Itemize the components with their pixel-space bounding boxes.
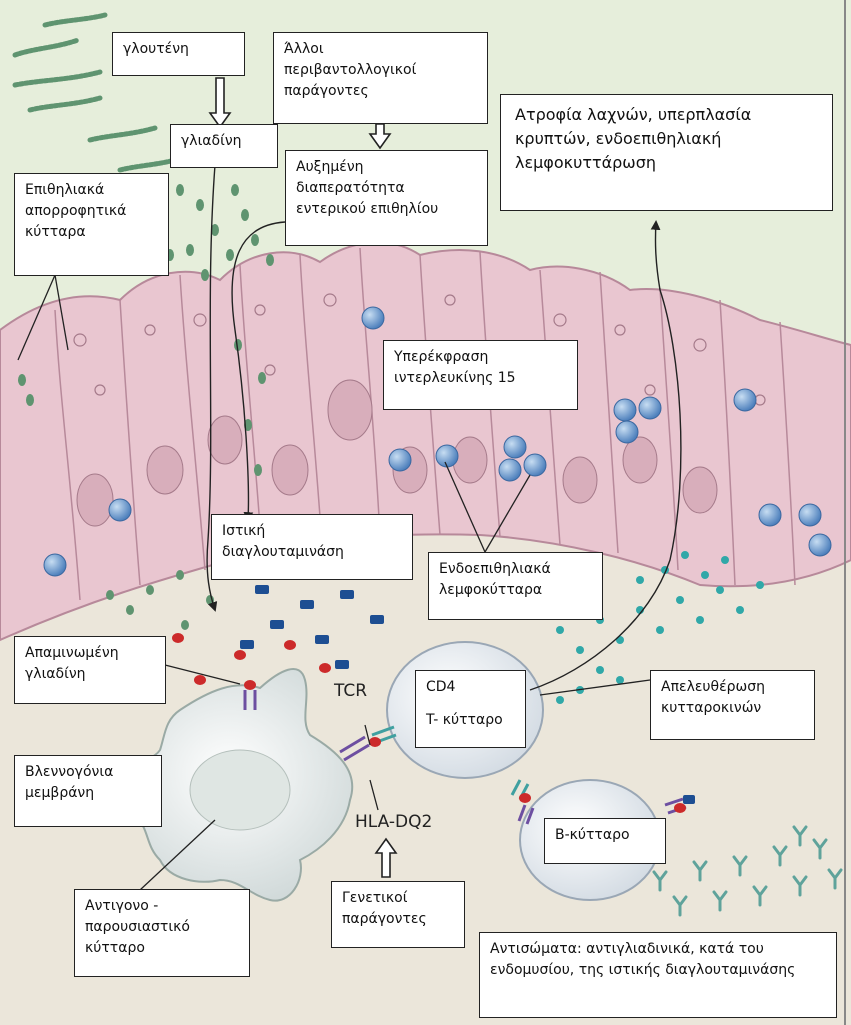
epithelial-line-1: Επιθηλιακά <box>25 182 105 198</box>
mucosa-line-2: μεμβράνη <box>25 785 95 801</box>
deamidated-gliadin-box: Απαμινωμένη γλιαδίνη <box>14 636 166 704</box>
epithelial-nuclei <box>76 379 718 527</box>
antigen-presenting-cell-box: Αντιγονο - παρουσιαστικό κύτταρο <box>74 889 250 977</box>
pathway-arrows <box>206 164 682 691</box>
env-factors-line-3: παράγοντες <box>284 83 369 99</box>
villous-atrophy-box: Ατροφία λαχνών, υπερπλασία κρυπτών, ενδο… <box>500 94 833 211</box>
deamidated-line-1: Απαμινωμένη <box>25 645 119 661</box>
bcell-text: Β-κύτταρο <box>555 827 630 843</box>
deamidated-line-2: γλιαδίνη <box>25 666 86 682</box>
connector-lines <box>17 274 651 891</box>
process-arrows <box>208 77 398 878</box>
epithelial-vesicles <box>73 293 766 406</box>
cd4-text: CD4 <box>426 679 456 695</box>
receptor-complexes <box>243 690 687 825</box>
environmental-factors-box: Άλλοι περιβαντολλογικοί παράγοντες <box>273 32 488 124</box>
apc-nucleus <box>189 749 291 831</box>
deamidated-gliadin-molecules <box>172 633 331 685</box>
env-factors-line-2: περιβαντολλογικοί <box>284 62 417 78</box>
cytokines-line-1: Απελευθέρωση <box>661 679 766 695</box>
atrophy-line-2: κρυπτών, ενδοεπιθηλιακή <box>515 129 722 148</box>
epithelial-line-3: κύτταρα <box>25 224 86 240</box>
genetic-factors-box: Γενετικοί παράγοντες <box>331 881 465 948</box>
gliadin-text: γλιαδίνη <box>181 133 242 149</box>
gluten-text: γλουτένη <box>123 41 189 57</box>
cytokine-release-box: Απελευθέρωση κυτταροκινών <box>650 670 815 740</box>
intraepithelial-lymphocytes-box: Ενδοεπιθηλιακά λεμφοκύτταρα <box>428 552 603 620</box>
presented-antigens <box>244 680 695 813</box>
apc-line-1: Αντιγονο - <box>85 898 159 914</box>
cd4-t-cell-box: CD4 T- κύτταρο <box>415 670 526 748</box>
intraepithelial-lymphocytes <box>43 306 832 577</box>
atrophy-line-1: Ατροφία λαχνών, υπερπλασία <box>515 105 752 124</box>
antibody-molecules <box>652 825 843 917</box>
antibodies-line-1: Αντισώματα: αντιγλιαδινικά, κατά του <box>490 941 764 957</box>
il15-line-2: ιντερλευκίνης 15 <box>394 370 516 386</box>
epithelial-cells-box: Επιθηλιακά απορροφητικά κύτταρα <box>14 173 169 276</box>
permeability-line-2: διαπερατότητα <box>296 180 405 196</box>
env-factors-line-1: Άλλοι <box>284 41 324 57</box>
antibodies-box: Αντισώματα: αντιγλιαδινικά, κατά του ενδ… <box>479 932 837 1018</box>
iel-line-1: Ενδοεπιθηλιακά <box>439 561 551 577</box>
apc-line-2: παρουσιαστικό <box>85 919 190 935</box>
atrophy-line-3: λεμφοκυττάρωση <box>515 153 656 172</box>
mucosal-membrane-box: Βλεννογόνια μεμβράνη <box>14 755 162 827</box>
cytokines-line-2: κυτταροκινών <box>661 700 762 716</box>
ttg-line-2: διαγλουταμινάση <box>222 544 344 560</box>
b-cell-box: Β-κύτταρο <box>544 818 666 864</box>
cytokine-particles <box>556 551 764 704</box>
iel-line-2: λεμφοκύτταρα <box>439 582 543 598</box>
genetic-line-1: Γενετικοί <box>342 890 408 906</box>
tcell-text: T- κύτταρο <box>426 712 503 728</box>
epithelial-line-2: απορροφητικά <box>25 203 127 219</box>
gluten-box: γλουτένη <box>112 32 245 76</box>
tcr-label: TCR <box>334 681 368 701</box>
mucosa-line-1: Βλεννογόνια <box>25 764 114 780</box>
transglutaminase-molecules <box>240 585 384 669</box>
il15-line-1: Υπερέκφραση <box>394 349 489 365</box>
hla-dq2-label: HLA-DQ2 <box>355 812 433 832</box>
interleukin-15-box: Υπερέκφραση ιντερλευκίνης 15 <box>383 340 578 410</box>
ttg-line-1: Ιστική <box>222 523 266 539</box>
apc-line-3: κύτταρο <box>85 940 145 956</box>
permeability-line-1: Αυξημένη <box>296 159 364 175</box>
genetic-line-2: παράγοντες <box>342 911 427 927</box>
antibodies-line-2: ενδομυσίου, της ιστικής διαγλουταμινάσης <box>490 962 796 978</box>
tissue-transglutaminase-box: Ιστική διαγλουταμινάση <box>211 514 413 580</box>
permeability-line-3: εντερικού επιθηλίου <box>296 201 439 217</box>
gliadin-box: γλιαδίνη <box>170 124 278 168</box>
increased-permeability-box: Αυξημένη διαπερατότητα εντερικού επιθηλί… <box>285 150 488 246</box>
